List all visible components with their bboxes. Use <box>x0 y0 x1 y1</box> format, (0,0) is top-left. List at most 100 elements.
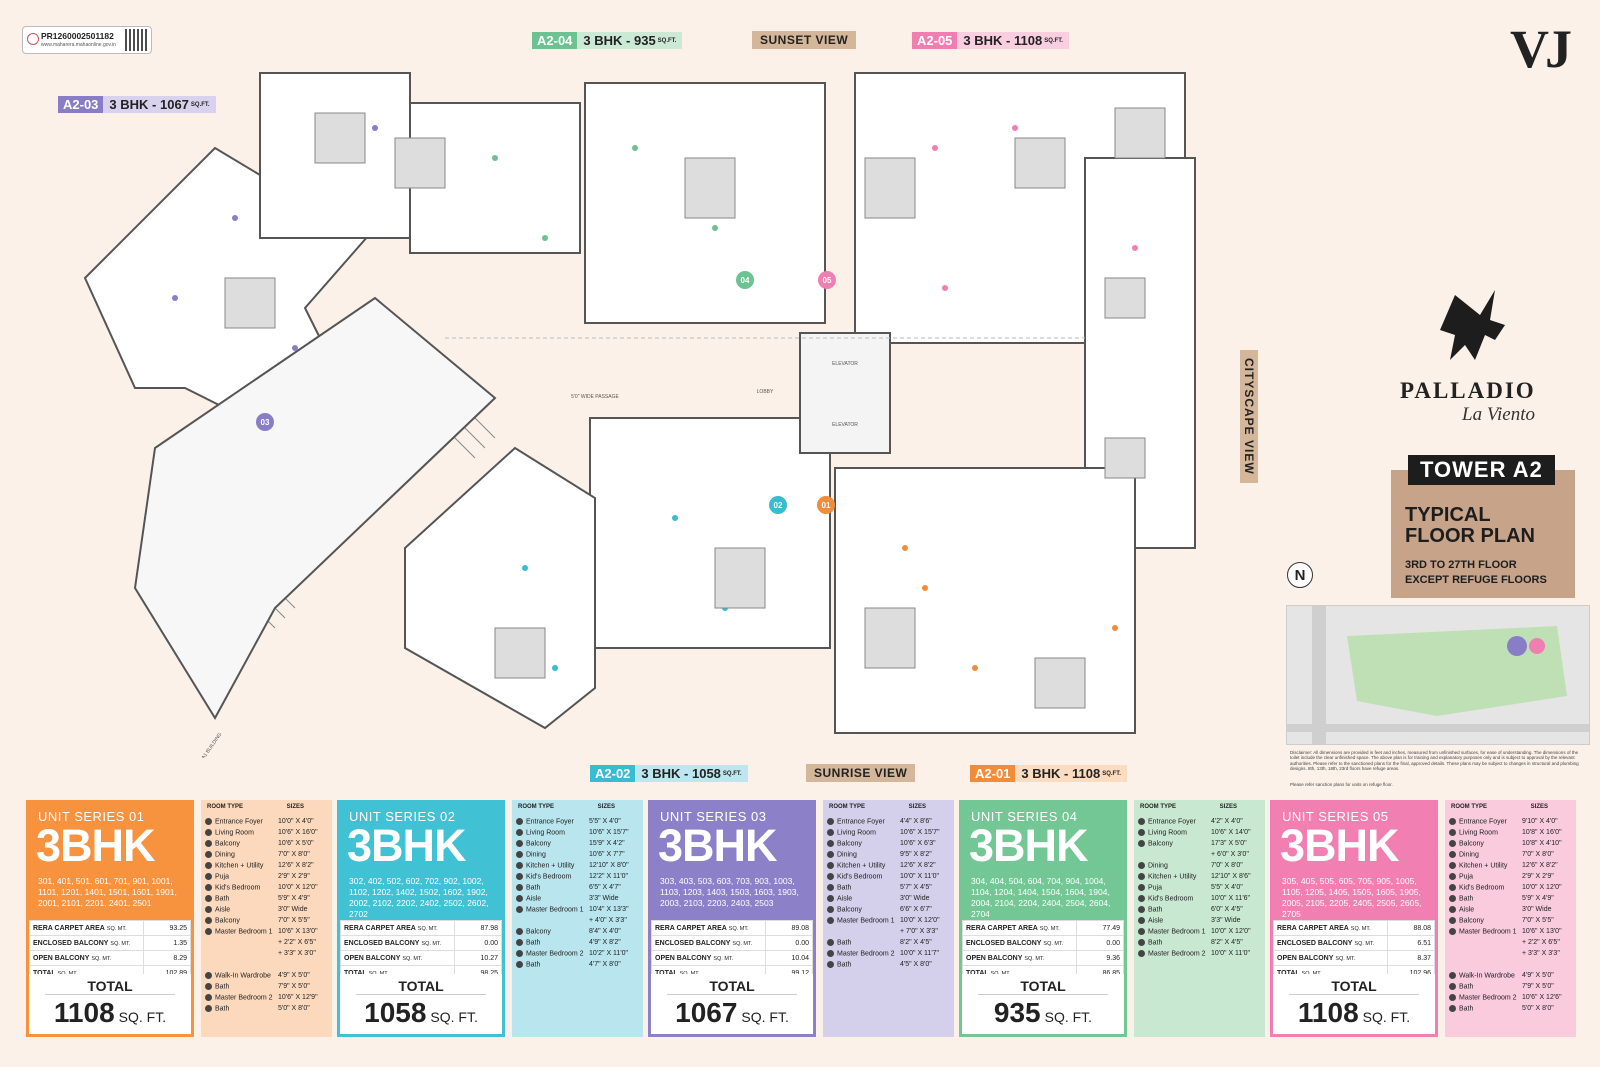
room-row: + 6'0" X 3'0" <box>1211 851 1249 858</box>
room-number-icon <box>1449 817 1456 825</box>
room-number-icon <box>205 993 212 1001</box>
area-row: ENCLOSED BALCONY SQ. MT.6.51 <box>1273 935 1435 951</box>
unit-numbers: 303, 403, 503, 603, 703, 903, 1003, 1103… <box>660 876 799 908</box>
room-number-icon <box>516 828 523 836</box>
adjacent-building-label: ADJACENT A1 BUILDING <box>185 732 224 758</box>
area-row: RERA CARPET AREA SQ. MT.88.08 <box>1273 920 1435 936</box>
area-row: ENCLOSED BALCONY SQ. MT.1.35 <box>29 935 191 951</box>
room-number-icon <box>1449 927 1456 935</box>
lobby-label: LOBBY <box>757 389 774 395</box>
area-row: OPEN BALCONY SQ. MT.10.04 <box>651 950 813 966</box>
room-number-icon <box>1449 894 1456 902</box>
vj-logo: VJ <box>1510 19 1572 79</box>
room-number-icon <box>205 927 212 935</box>
rera-number: PR1260002501182 <box>41 31 114 41</box>
area-row: ENCLOSED BALCONY SQ. MT.0.00 <box>962 935 1124 951</box>
room-number-icon <box>1138 949 1145 957</box>
room-number-icon <box>1449 828 1456 836</box>
room-number-icon <box>1138 938 1145 946</box>
room-number-icon <box>1449 971 1456 979</box>
room-number-icon <box>1138 905 1145 913</box>
tower-name: TOWER A2 <box>1408 455 1555 485</box>
room-number-icon <box>1449 905 1456 913</box>
room-number-icon <box>205 883 212 891</box>
unit-type: 3BHK <box>36 820 156 871</box>
marker-01: 01 <box>822 501 831 510</box>
unit-right-column <box>1084 157 1196 549</box>
room-row: + 7'0" X 3'3" <box>900 928 938 935</box>
room-number-icon <box>1138 894 1145 902</box>
area-row: ENCLOSED BALCONY SQ. MT.0.00 <box>651 935 813 951</box>
rera-logo-icon <box>27 33 39 45</box>
room-number-icon <box>516 938 523 946</box>
room-number-icon <box>516 839 523 847</box>
elevator-core <box>799 332 891 454</box>
room-row <box>205 959 328 970</box>
room-number-icon <box>1138 927 1145 935</box>
unit-type: 3BHK <box>658 820 778 871</box>
area-row: OPEN BALCONY SQ. MT.10.27 <box>340 950 502 966</box>
passage-label: 5'0" WIDE PASSAGE <box>571 394 619 400</box>
area-row: ENCLOSED BALCONY SQ. MT.0.00 <box>340 935 502 951</box>
series-label: UNIT SERIES 03 <box>660 809 767 824</box>
room-number-icon <box>827 894 834 902</box>
room-number-icon <box>827 949 834 957</box>
area-row: RERA CARPET AREA SQ. MT.87.98 <box>340 920 502 936</box>
room-number-icon <box>205 828 212 836</box>
rera-badge: PR1260002501182 www.maharera.mahaonline.… <box>22 26 152 54</box>
room-number-icon <box>205 839 212 847</box>
unit-type: 3BHK <box>347 820 467 871</box>
site-key-plan <box>1286 605 1590 745</box>
room-number-icon <box>1138 828 1145 836</box>
area-row: OPEN BALCONY SQ. MT.8.37 <box>1273 950 1435 966</box>
area-row: RERA CARPET AREA SQ. MT.89.08 <box>651 920 813 936</box>
room-number-icon <box>1449 872 1456 880</box>
room-number-icon <box>1138 861 1145 869</box>
area-row: OPEN BALCONY SQ. MT.9.36 <box>962 950 1124 966</box>
room-number-icon <box>205 971 212 979</box>
rera-url: www.maharera.mahaonline.gov.in <box>41 42 116 48</box>
unit-a2-02-wing <box>404 446 596 730</box>
room-row: + 2'2" X 6'5" <box>1522 939 1560 946</box>
room-number-icon <box>205 850 212 858</box>
unit-numbers: 301, 401, 501, 601, 701, 901, 1001, 1101… <box>38 876 177 908</box>
room-row <box>1449 959 1572 970</box>
